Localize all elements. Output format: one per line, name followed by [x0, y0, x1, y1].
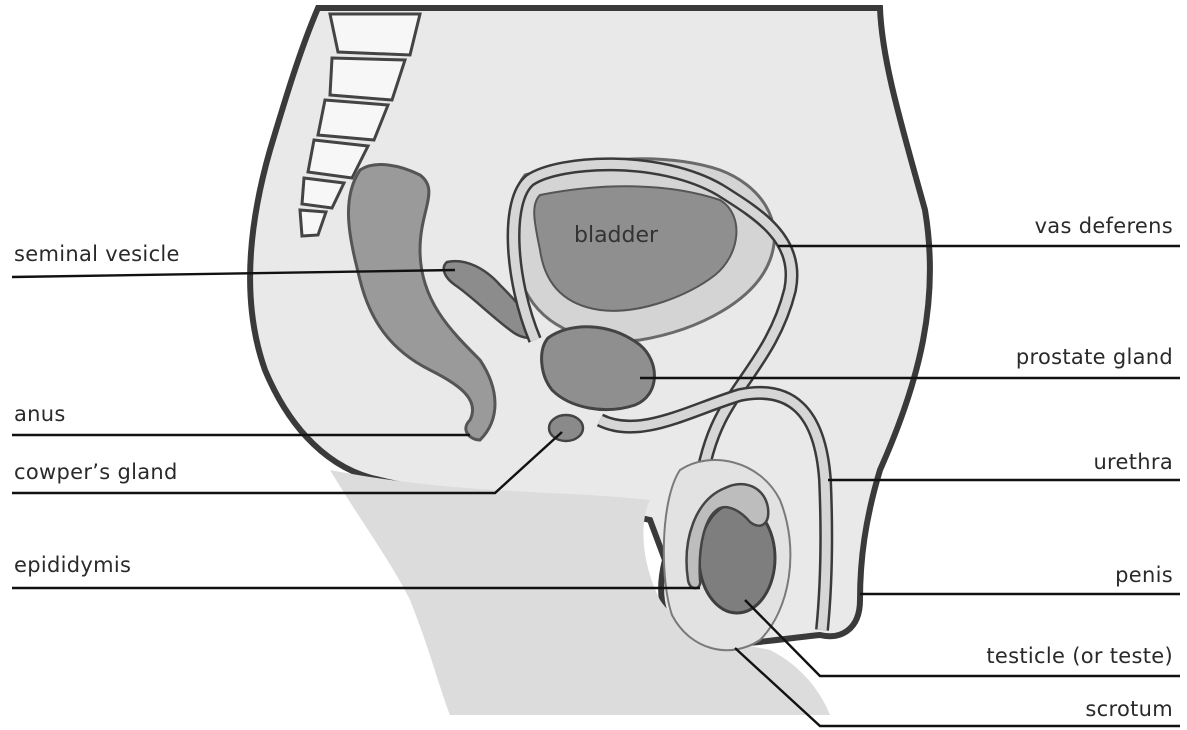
- testicle-label: testicle (or teste): [986, 644, 1173, 668]
- scrotum-label: scrotum: [1085, 697, 1173, 721]
- prostate-gland-label: prostate gland: [1016, 345, 1173, 369]
- cowpers-gland-label: cowper’s gland: [14, 460, 178, 484]
- seminal-vesicle-label: seminal vesicle: [14, 242, 180, 266]
- bladder-label: bladder: [574, 223, 658, 248]
- epididymis-label: epididymis: [14, 553, 131, 577]
- leader-seminal-vesicle: [12, 270, 455, 277]
- urethra-label: urethra: [1093, 450, 1173, 474]
- vas-deferens-label: vas deferens: [1035, 214, 1173, 238]
- anus-label: anus: [14, 402, 66, 426]
- penis-label: penis: [1115, 563, 1173, 587]
